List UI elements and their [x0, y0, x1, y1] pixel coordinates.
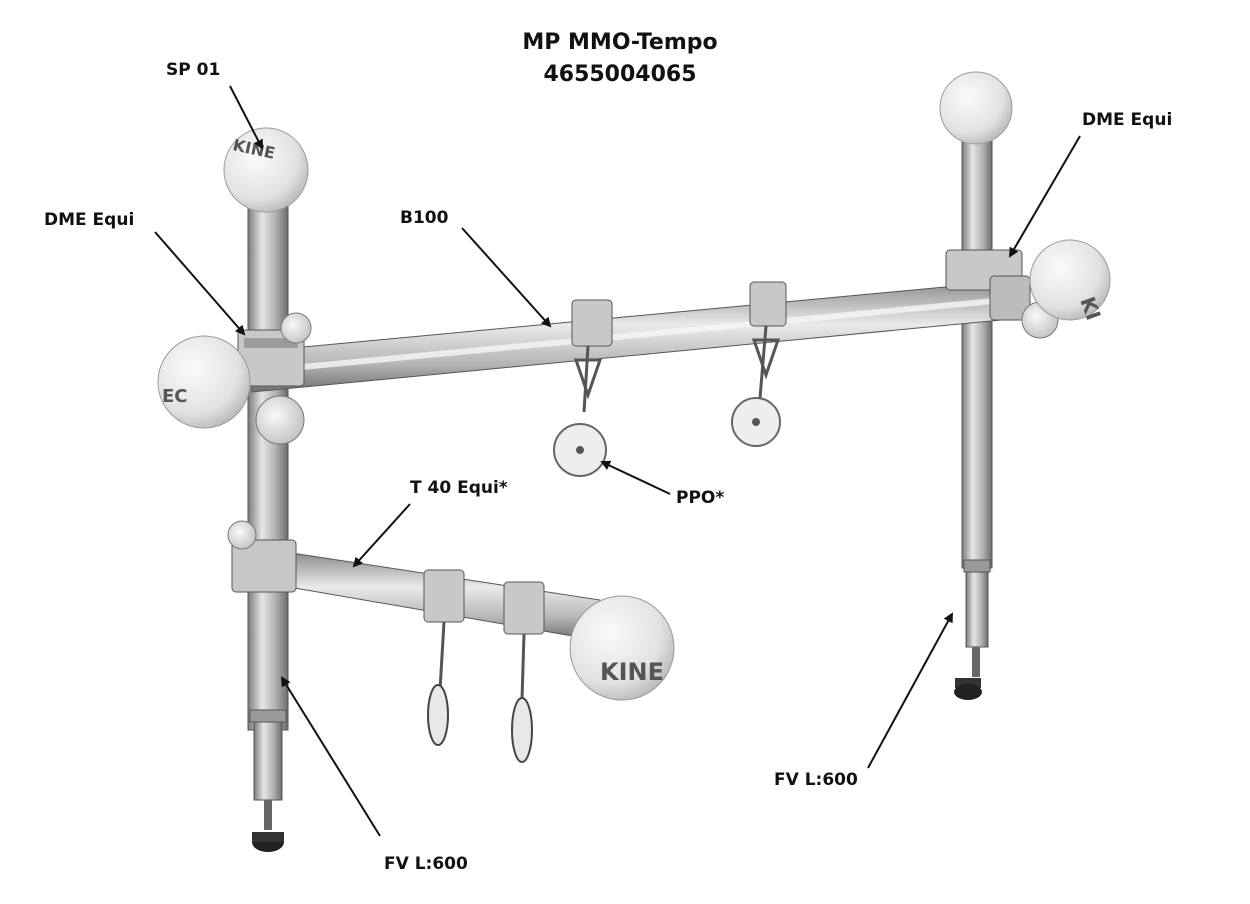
right-vertical-post [954, 137, 993, 700]
label-dme-equi-right: DME Equi [1082, 110, 1173, 130]
leader-b100 [461, 227, 552, 328]
leader-fv-left [280, 676, 381, 837]
leader-sp01 [229, 85, 263, 150]
label-b100: B100 [400, 208, 449, 228]
label-ppo: PPO* [676, 488, 725, 508]
pulleys [427, 325, 781, 763]
label-fv-left: FV L:600 [384, 854, 468, 874]
leader-fv-right [867, 612, 953, 769]
clamps [231, 249, 1031, 635]
diagram-subtitle: 4655004065 [543, 62, 697, 87]
label-sp01: SP 01 [166, 60, 221, 80]
leader-lines [154, 85, 1081, 837]
leader-dme-left [154, 231, 246, 336]
label-t40-equi: T 40 Equi* [410, 478, 508, 498]
left-vertical-post [247, 184, 289, 852]
ball-brand-text: EC [162, 386, 188, 407]
leader-dme-right [1008, 135, 1081, 258]
leader-ppo [600, 460, 671, 495]
label-fv-right: FV L:600 [774, 770, 858, 790]
diagram-title: MP MMO-Tempo [522, 30, 718, 55]
b100-bar [249, 279, 1023, 393]
leader-t40 [352, 503, 411, 568]
balls: KINE EC KI KINE [157, 71, 1111, 701]
ball-brand-text: KINE [600, 658, 664, 686]
label-dme-equi-left: DME Equi [44, 210, 135, 230]
